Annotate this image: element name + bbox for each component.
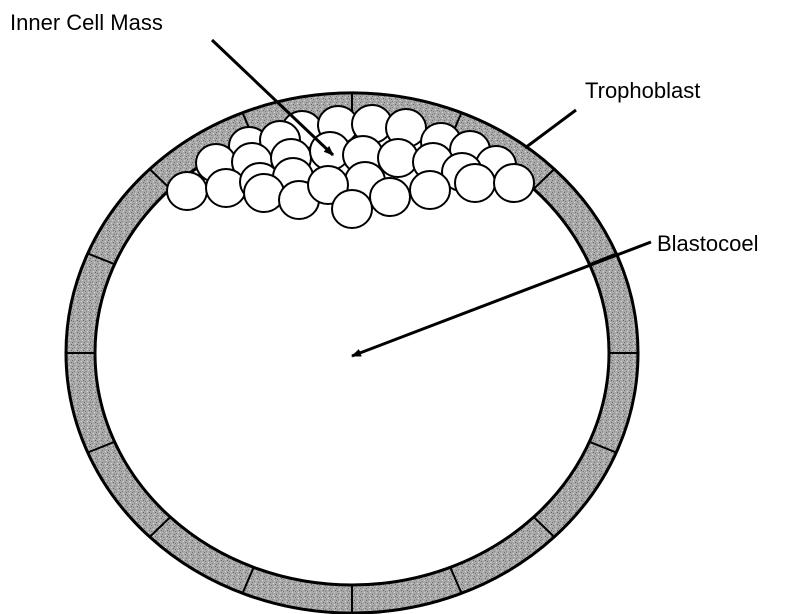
inner-cell <box>167 172 207 210</box>
inner-cell <box>410 171 450 209</box>
inner-cell <box>332 190 372 228</box>
inner-cell-mass-label: Inner Cell Mass <box>10 10 163 35</box>
inner-cell <box>378 139 418 177</box>
trophoblast-label: Trophoblast <box>585 78 700 103</box>
trophoblast-pointer <box>525 110 576 148</box>
inner-cell <box>494 164 534 202</box>
inner-cell <box>244 174 284 212</box>
inner-cell <box>370 178 410 216</box>
inner-cell <box>455 164 495 202</box>
blastocoel-label: Blastocoel <box>657 231 759 256</box>
